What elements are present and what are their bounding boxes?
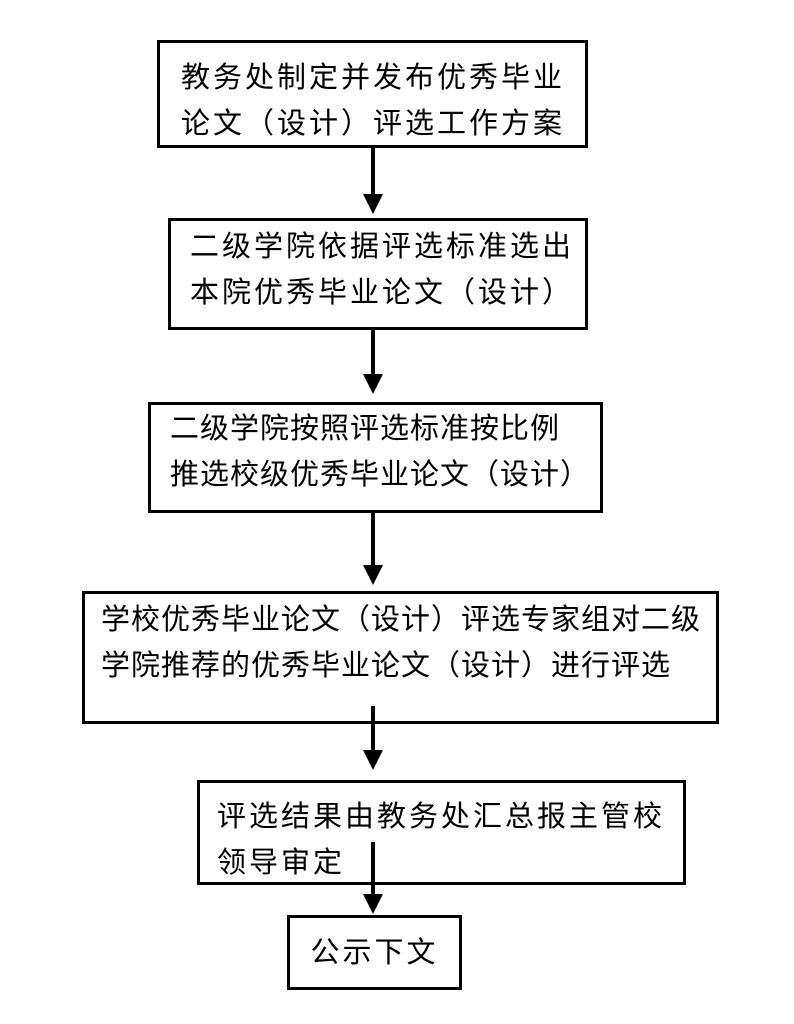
- connector-3-4-arrowhead-icon: [363, 565, 383, 585]
- connector-4-5-stem: [371, 706, 375, 752]
- connector-1-2-stem: [371, 148, 375, 196]
- flow-step-6: 公示下文: [287, 915, 462, 990]
- flow-step-3-line-1: 二级学院按照评选标准按比例: [170, 413, 561, 445]
- flow-step-4: 学校优秀毕业论文（设计）评选专家组对二级 学院推荐的优秀毕业论文（设计）进行评选: [82, 591, 719, 724]
- connector-2-3-arrowhead-icon: [363, 374, 383, 394]
- flow-step-5-line-2: 领导审定: [217, 847, 346, 879]
- flow-step-1: 教务处制定并发布优秀毕业 论文（设计）评选工作方案: [157, 40, 588, 148]
- flow-step-3: 二级学院按照评选标准按比例 推选校级优秀毕业论文（设计）: [148, 402, 603, 513]
- connector-4-5-arrowhead-icon: [363, 750, 383, 770]
- flow-step-2: 二级学院依据评选标准选出 本院优秀毕业论文（设计）: [168, 218, 588, 330]
- connector-2-3-stem: [371, 328, 375, 376]
- flow-step-4-line-1: 学校优秀毕业论文（设计）评选专家组对二级: [101, 604, 702, 636]
- flow-step-2-line-1: 二级学院依据评选标准选出: [190, 231, 575, 263]
- flow-step-1-line-2: 论文（设计）评选工作方案: [181, 108, 566, 140]
- connector-3-4-stem: [371, 511, 375, 567]
- flow-step-1-line-1: 教务处制定并发布优秀毕业: [181, 62, 566, 94]
- flow-step-6-line-1: 公示下文: [310, 936, 439, 969]
- flow-step-5: 评选结果由教务处汇总报主管校 领导审定: [197, 780, 686, 885]
- flow-step-3-line-2: 推选校级优秀毕业论文（设计）: [170, 459, 591, 491]
- flow-step-2-line-2: 本院优秀毕业论文（设计）: [190, 277, 575, 309]
- connector-5-6-arrowhead-icon: [363, 894, 383, 914]
- flow-step-5-line-1: 评选结果由教务处汇总报主管校: [217, 801, 666, 833]
- connector-1-2-arrowhead-icon: [363, 194, 383, 214]
- connector-5-6-stem: [371, 842, 375, 896]
- flow-step-4-line-2: 学院推荐的优秀毕业论文（设计）进行评选: [101, 650, 672, 682]
